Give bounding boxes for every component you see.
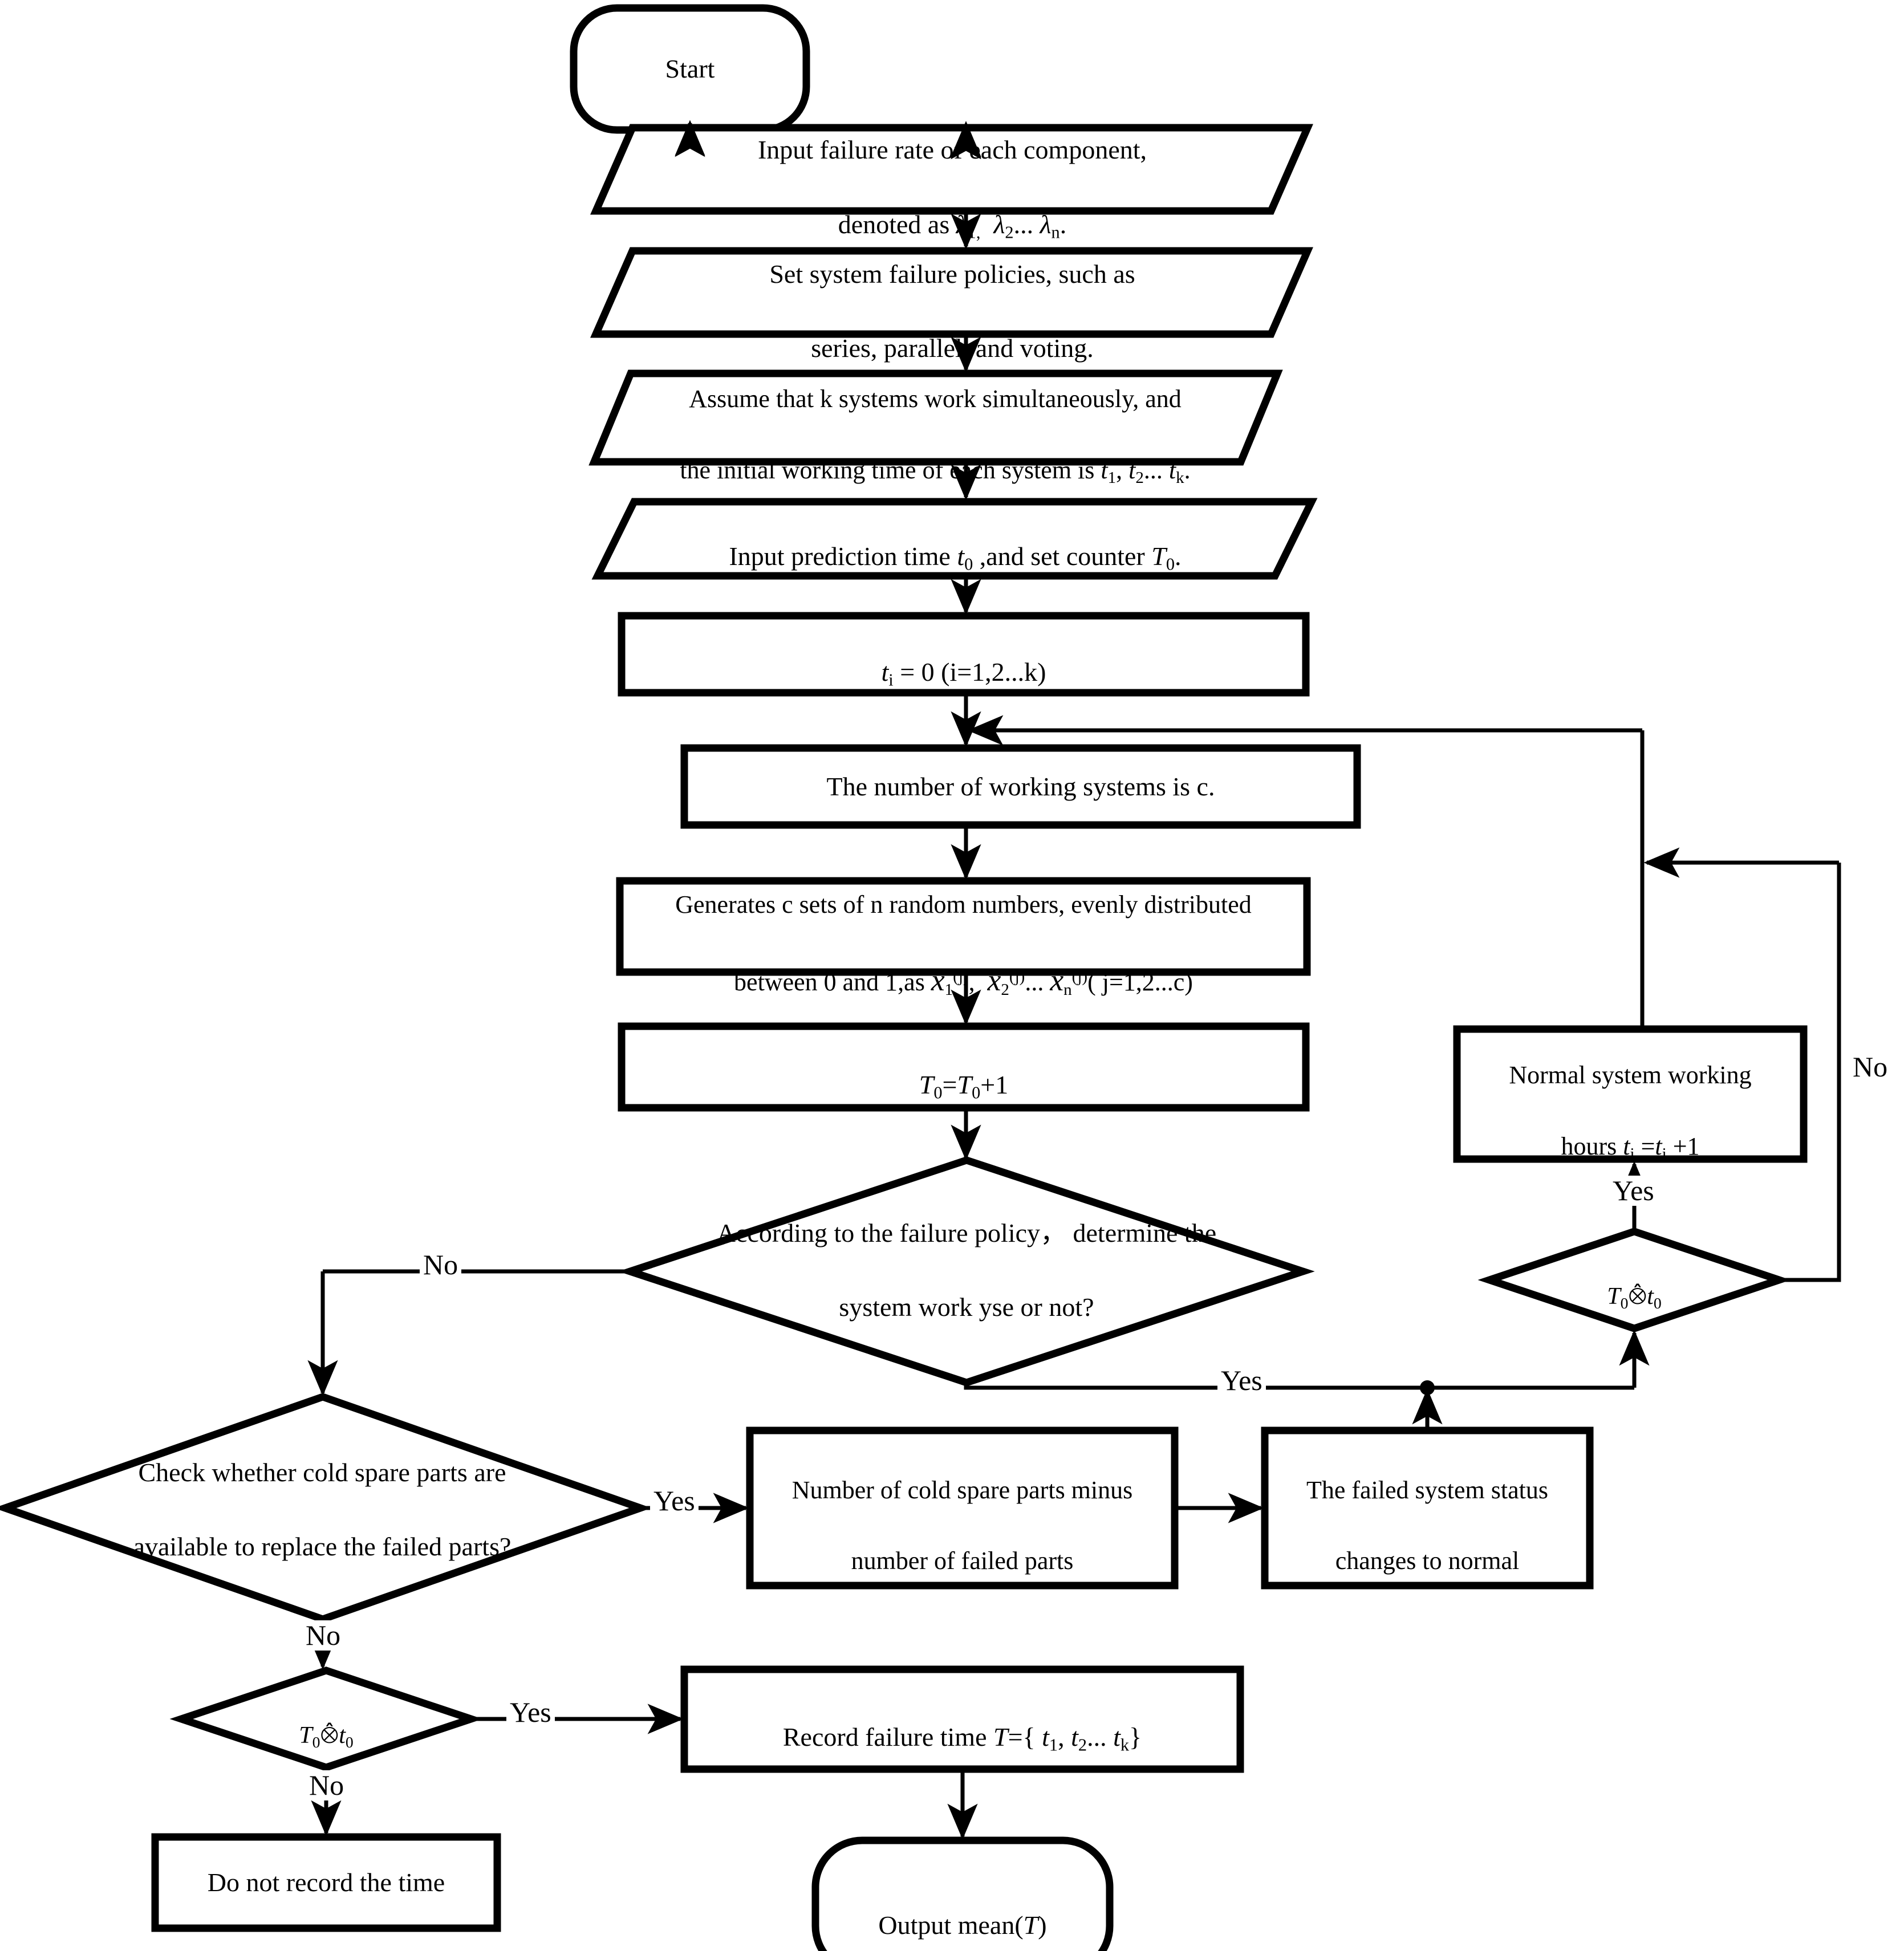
edge-policy-yes bbox=[964, 1383, 1634, 1390]
edge-label-policy-yes: Yes bbox=[1217, 1365, 1266, 1396]
node-input-failure-rate-shape bbox=[590, 124, 1313, 215]
node-counter-check-bottom-shape bbox=[169, 1667, 483, 1771]
node-start-shape bbox=[570, 4, 810, 134]
node-do-not-record-shape bbox=[151, 1833, 501, 1932]
edge-label-counter-bottom-no: No bbox=[306, 1770, 348, 1800]
edge-label-spare-yes: Yes bbox=[650, 1486, 699, 1516]
node-working-count-shape bbox=[680, 744, 1361, 829]
edge-label-counter-right-yes: Yes bbox=[1609, 1176, 1658, 1206]
node-counter-check-right-shape bbox=[1477, 1227, 1791, 1332]
node-set-policies-shape bbox=[590, 247, 1313, 338]
node-init-ti-shape bbox=[618, 612, 1310, 697]
node-assume-k-systems-shape bbox=[588, 369, 1283, 466]
edge-label-spare-no: No bbox=[302, 1620, 344, 1651]
node-subtract-spares-shape bbox=[746, 1426, 1179, 1590]
edge-counter-right-no bbox=[1779, 863, 1841, 1282]
edge-label-policy-no: No bbox=[420, 1250, 462, 1280]
node-output-mean-shape bbox=[811, 1836, 1114, 1951]
node-increment-counter-shape bbox=[618, 1022, 1310, 1112]
node-status-to-normal-shape bbox=[1261, 1426, 1594, 1590]
node-normal-working-hours-shape bbox=[1453, 1025, 1808, 1163]
node-record-failure-time-shape bbox=[680, 1665, 1244, 1773]
node-input-prediction-time-shape bbox=[591, 498, 1318, 580]
node-failure-policy-decision-shape bbox=[618, 1156, 1315, 1387]
edge-label-counter-right-no: No bbox=[1849, 1052, 1891, 1082]
node-cold-spare-decision-shape bbox=[0, 1393, 652, 1623]
node-generate-random-shape bbox=[616, 877, 1311, 976]
edge-label-counter-bottom-yes: Yes bbox=[506, 1697, 555, 1728]
junction-dot bbox=[1420, 1380, 1435, 1395]
